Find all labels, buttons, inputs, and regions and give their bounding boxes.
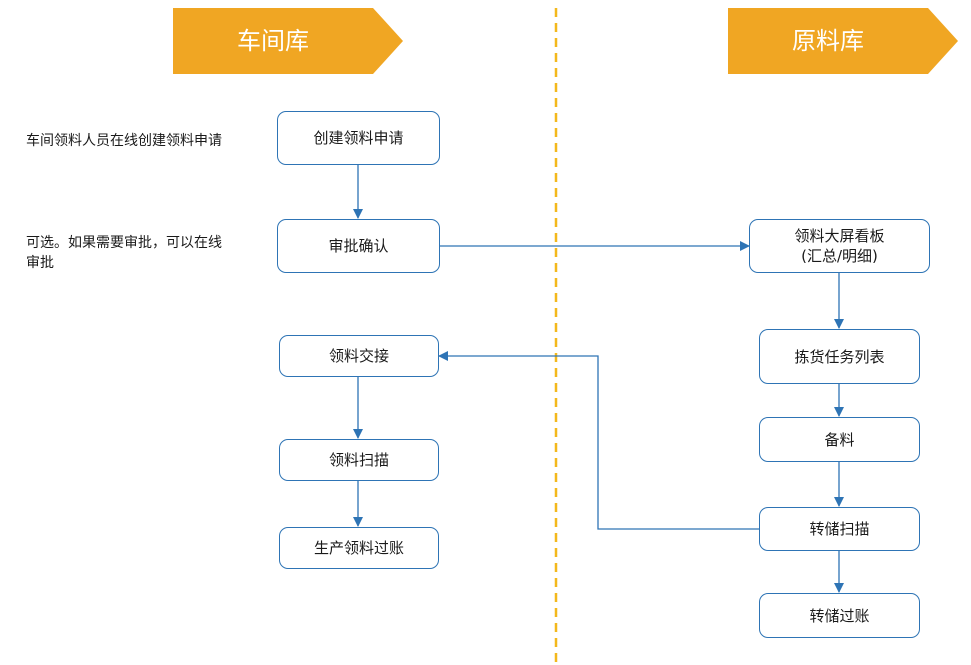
step-label: 领料扫描 [328,451,389,469]
step-label: 转储扫描 [809,520,870,538]
step-handover[interactable]: 领料交接 [279,335,439,377]
step-label: 备料 [824,430,855,449]
note-approval: 可选。如果需要审批，可以在线审批 [26,235,222,271]
step-dashboard[interactable]: 领料大屏看板 (汇总/明细) [749,219,930,273]
lane-header-workshop: 车间库 [173,8,405,74]
lane-header-raw-material: 原料库 [728,8,960,74]
step-label: 领料大屏看板 [794,227,885,245]
step-transfer-scan[interactable]: 转储扫描 [759,507,920,551]
step-transfer-post[interactable]: 转储过账 [759,593,920,638]
step-label: 转储过账 [809,606,870,625]
step-pick-list[interactable]: 拣货任务列表 [759,329,920,384]
arrow-transferscan-to-handover [438,351,759,530]
lane-title-workshop: 车间库 [237,27,309,55]
step-approve-confirm[interactable]: 审批确认 [277,219,440,273]
step-scan[interactable]: 领料扫描 [279,439,439,481]
lane-title-raw-material: 原料库 [792,27,864,55]
step-label: 创建领料申请 [313,129,404,147]
banner-arrow-shape [728,8,958,74]
step-create-request[interactable]: 创建领料申请 [277,111,440,165]
note-create-request: 车间领料人员在线创建领料申请 [26,133,222,149]
step-label: 生产领料过账 [313,539,404,557]
step-prepare[interactable]: 备料 [759,417,920,462]
banner-arrow-shape [173,8,403,74]
step-label: 领料交接 [328,347,389,365]
step-post[interactable]: 生产领料过账 [279,527,439,569]
step-label: 拣货任务列表 [794,347,885,366]
step-label: 审批确认 [328,237,389,255]
step-label-sub: (汇总/明细) [801,247,878,265]
